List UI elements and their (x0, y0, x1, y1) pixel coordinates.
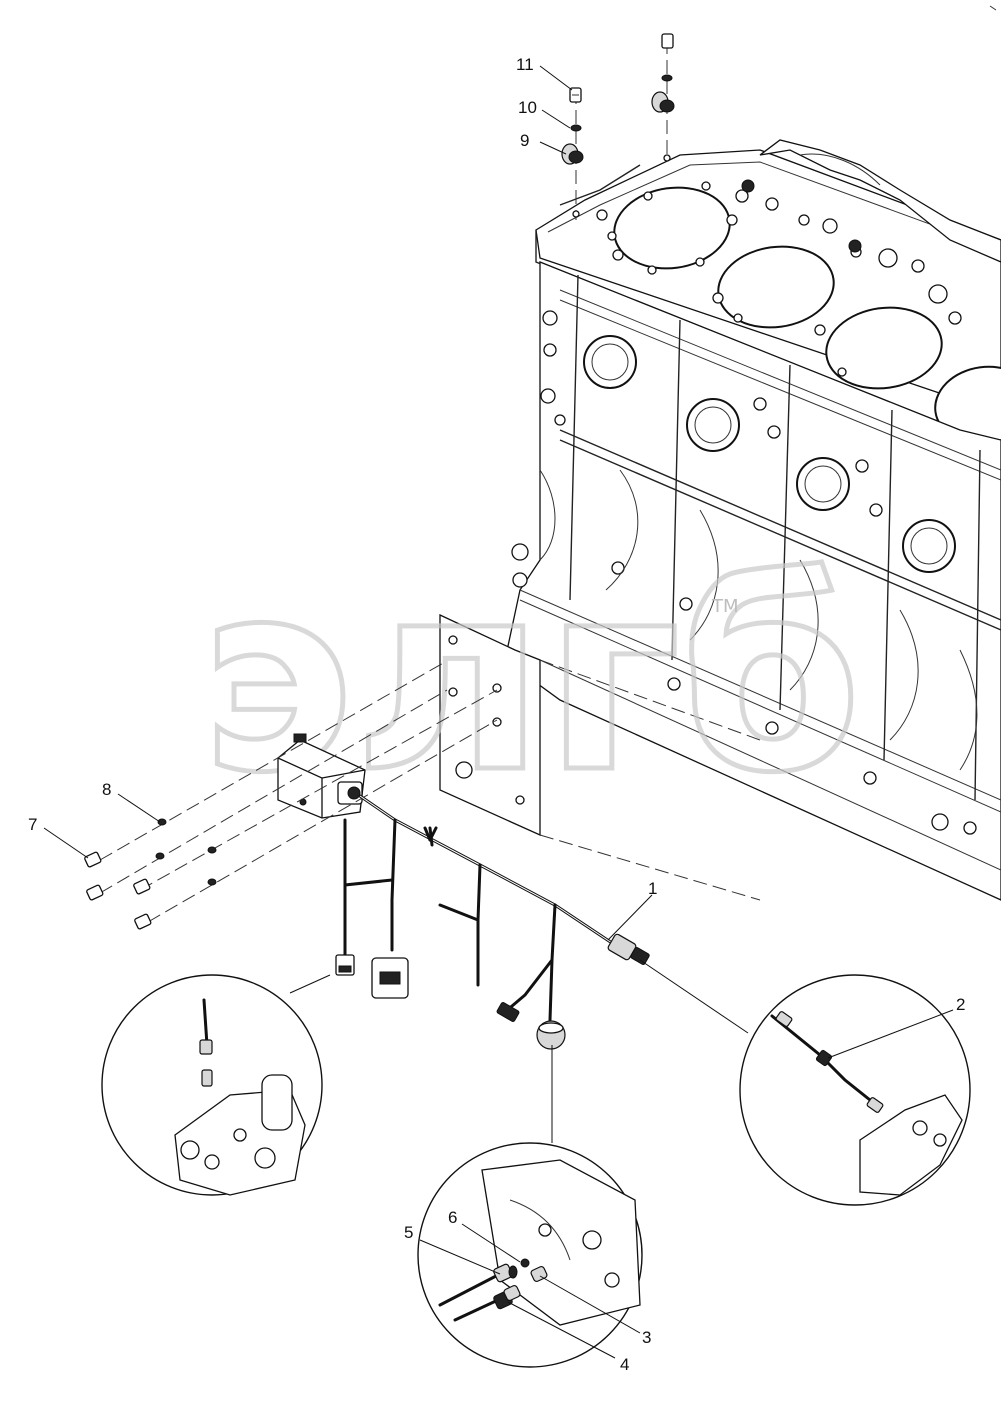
deck-fastener-set-right (651, 33, 675, 162)
engine-block (504, 139, 1001, 901)
callout-2: 2 (956, 995, 965, 1014)
deck-fastener-set-left (561, 87, 584, 220)
wiring-harness (335, 794, 650, 1050)
side-bosses (511, 310, 977, 835)
harness-connector-square (371, 957, 409, 999)
harness-sensor-plug (496, 1002, 520, 1022)
callout-4: 4 (620, 1355, 629, 1374)
callout-8: 8 (102, 780, 111, 799)
callout-11: 11 (516, 55, 534, 74)
leader-lines (43, 65, 954, 1359)
callout-5: 5 (404, 1223, 413, 1242)
detail-view-right (639, 959, 971, 1206)
detail-view-left (101, 974, 331, 1196)
callout-10: 10 (518, 98, 537, 117)
bolts-and-washers (84, 818, 217, 930)
detail-view-bottom (417, 1045, 643, 1368)
harness-connector-left (335, 954, 355, 976)
harness-connector-right (607, 933, 650, 965)
callout-9: 9 (520, 131, 529, 150)
callout-3: 3 (642, 1328, 651, 1347)
callout-1: 1 (648, 879, 657, 898)
callout-7: 7 (28, 815, 37, 834)
callout-6: 6 (448, 1208, 457, 1227)
control-module (277, 733, 366, 819)
harness-grommet (536, 1020, 566, 1050)
corner-mark (989, 5, 997, 11)
watermark-trademark: TM (711, 596, 739, 617)
mounting-plate (439, 613, 761, 901)
side-bores (583, 335, 956, 573)
callout-labels: 1 2 3 4 5 6 7 8 9 10 11 (28, 55, 965, 1374)
